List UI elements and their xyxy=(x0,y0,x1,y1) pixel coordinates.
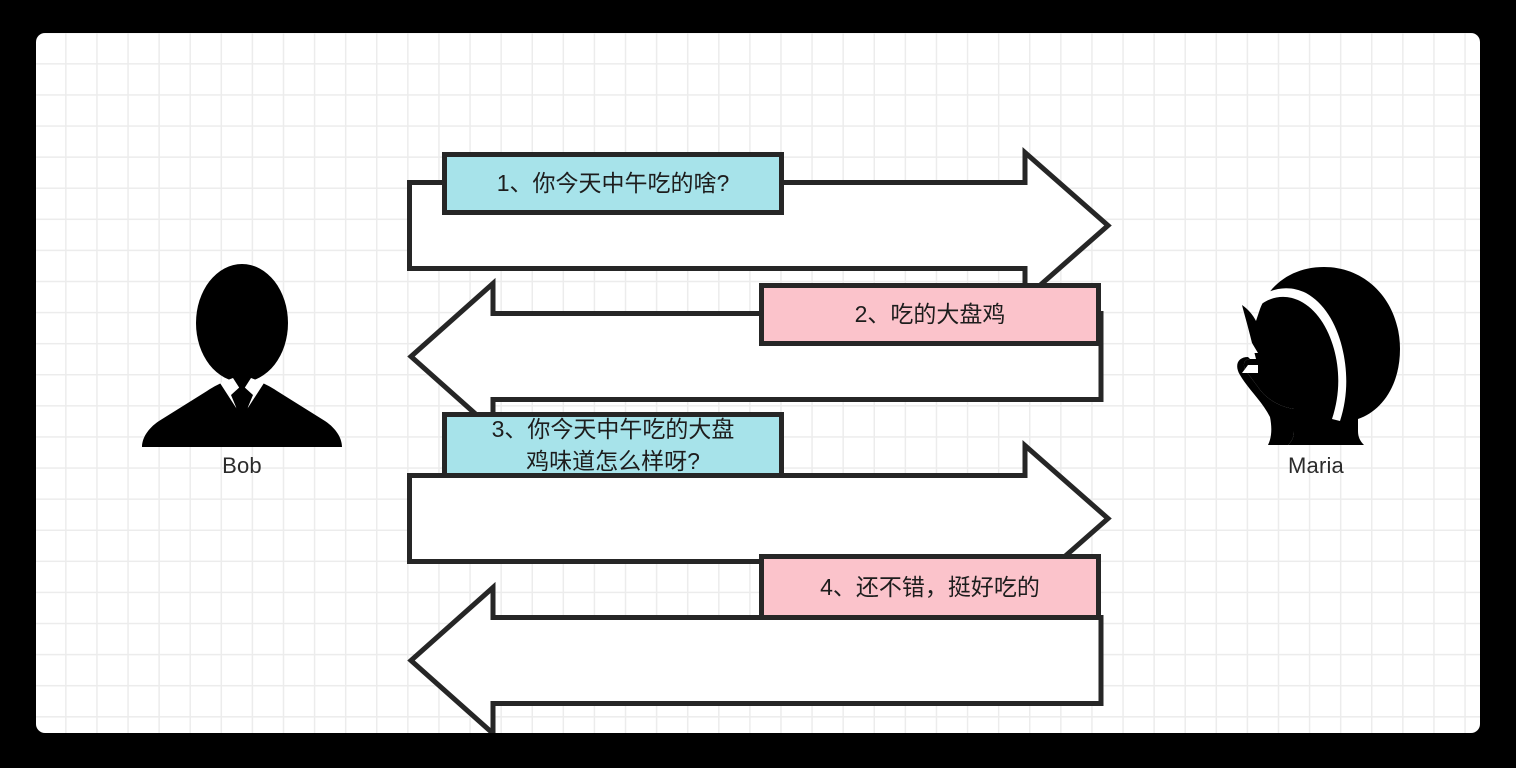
businessman-avatar-icon xyxy=(142,264,342,447)
arrow-left-4-icon xyxy=(407,581,1104,733)
message-label-3[interactable]: 3、你今天中午吃的大盘 鸡味道怎么样呀? xyxy=(442,412,784,478)
message-row-3: 3、你今天中午吃的大盘 鸡味道怎么样呀? xyxy=(407,376,1112,598)
diagram-canvas: Bob Maria 1、你今天中午吃的啥? xyxy=(36,33,1480,733)
message-label-1[interactable]: 1、你今天中午吃的啥? xyxy=(442,152,784,215)
actor-bob[interactable]: Bob xyxy=(112,261,372,479)
actor-bob-label: Bob xyxy=(222,453,262,478)
actor-maria-label: Maria xyxy=(1287,453,1344,478)
woman-head-profile-avatar-icon xyxy=(1237,267,1400,445)
actor-maria[interactable]: Maria xyxy=(1191,261,1441,479)
message-label-2[interactable]: 2、吃的大盘鸡 xyxy=(759,283,1101,346)
message-row-2: 2、吃的大盘鸡 xyxy=(407,251,1109,436)
message-label-4[interactable]: 4、还不错，挺好吃的 xyxy=(759,554,1101,620)
message-row-4: 4、还不错，挺好吃的 xyxy=(407,521,1109,733)
message-row-1: 1、你今天中午吃的啥? xyxy=(407,122,1112,305)
